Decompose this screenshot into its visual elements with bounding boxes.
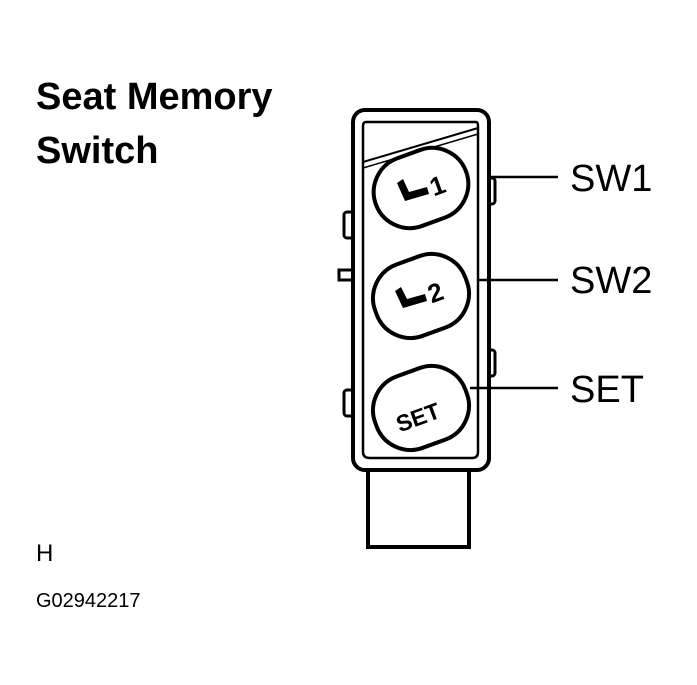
label-sw2: SW2	[570, 260, 652, 302]
diagram-title: Seat Memory Switch	[36, 70, 273, 178]
memory-button-2[interactable]: 2	[363, 244, 479, 348]
left-tab-middle	[337, 268, 355, 282]
memory-button-1[interactable]: 1	[364, 138, 479, 238]
bevel-line	[362, 127, 479, 163]
set-button-shape	[371, 364, 471, 452]
seat-icon	[397, 179, 429, 201]
corner-mark: H	[36, 540, 54, 567]
label-sw1: SW1	[570, 158, 652, 200]
title-line-2: Switch	[36, 130, 159, 172]
memory-button-1-shape	[371, 145, 471, 231]
switch-body-inner	[361, 120, 480, 460]
title-line-1: Seat Memory	[36, 76, 273, 118]
switch-connector	[366, 466, 471, 549]
figure-code: G02942217	[36, 590, 141, 612]
leader-lines	[470, 175, 558, 390]
label-set: SET	[570, 369, 644, 411]
set-button[interactable]: SET	[363, 356, 479, 460]
seat-icon	[395, 287, 427, 308]
